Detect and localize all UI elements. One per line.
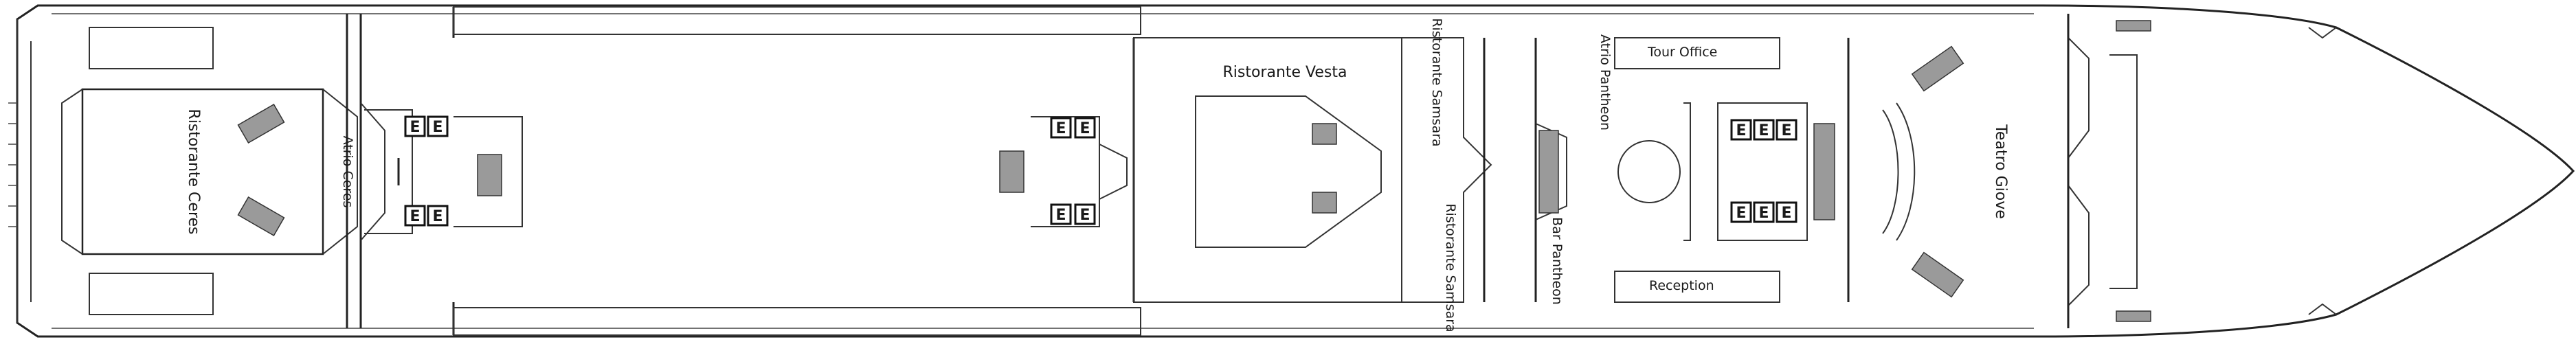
elevator-b3 [1050,203,1072,225]
svg-text:E: E [1055,207,1066,224]
central-corridor [452,6,1141,336]
elevator-c5 [1753,201,1775,223]
svg-text:E: E [1736,205,1746,222]
elevator-a2 [427,115,449,137]
elevator-c3 [1776,119,1797,141]
mid-elevator-core: E E E E [999,116,1128,227]
ristorante-samsara-top-label: Ristorante Samsara [1429,18,1444,146]
ristorante-samsara-bottom-label: Ristorante Samsara [1443,203,1458,332]
bar-pantheon-label: Bar Pantheon [1549,217,1565,305]
svg-text:E: E [432,119,443,136]
svg-text:E: E [1758,205,1769,222]
ristorante-vesta: Ristorante Vesta [1132,37,1402,303]
svg-text:E: E [432,208,443,225]
elevator-c1 [1730,119,1752,141]
elevator-a1 [404,115,426,137]
elevator-a4 [427,205,449,227]
ristorante-vesta-label: Ristorante Vesta [1222,64,1347,81]
elevator-c6 [1776,201,1797,223]
elevator-a3 [404,205,426,227]
svg-text:E: E [410,119,420,136]
svg-text:E: E [1781,122,1791,139]
svg-text:E: E [1781,205,1791,222]
svg-text:E: E [1079,207,1090,224]
reception-label: Reception [1649,278,1714,293]
teatro-giove: Teatro Giove [1847,14,2090,328]
aft-elevator-core: E E E E [364,109,523,234]
pantheon-area: Atrio Pantheon Bar Pantheon [1534,34,1691,305]
aft-section: Ristorante Ceres Atrio Ceres [61,14,385,328]
tour-office-label: Tour Office [1647,45,1717,60]
service-desks: Tour Office Reception [1614,37,1780,303]
svg-text:E: E [410,208,420,225]
elevator-c4 [1730,201,1752,223]
svg-text:E: E [1736,122,1746,139]
atrio-ceres-label: Atrio Ceres [340,136,355,208]
ristorante-samsara: Ristorante Samsara Ristorante Samsara [1402,18,1492,332]
elevator-c2 [1753,119,1775,141]
svg-text:E: E [1055,120,1066,137]
svg-text:E: E [1079,120,1090,137]
svg-text:E: E [1758,122,1769,139]
ristorante-ceres-label: Ristorante Ceres [185,109,202,234]
atrio-pantheon-label: Atrio Pantheon [1598,34,1613,130]
bow-detail [2109,20,2337,322]
teatro-giove-label: Teatro Giove [1992,124,2009,219]
elevator-b4 [1074,203,1096,225]
forward-elevator-core: E E E E E E [1717,102,1835,241]
elevator-b1 [1050,117,1072,139]
elevator-b2 [1074,117,1096,139]
hull-outline [8,4,2575,338]
